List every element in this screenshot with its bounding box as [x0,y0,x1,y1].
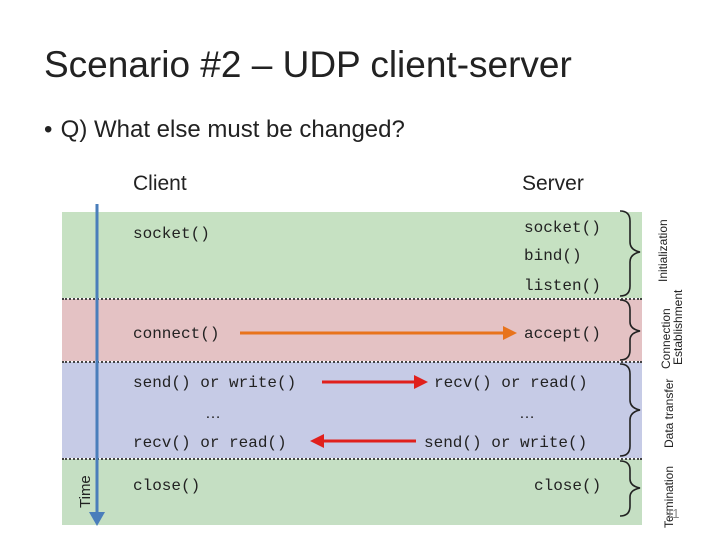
client-socket-call: socket() [133,225,210,243]
connection-band [62,299,642,361]
bullet-dot: • [44,116,53,143]
initialization-band [62,212,642,298]
termination-band [62,459,642,525]
client-connect-call: connect() [133,325,220,343]
client-send-call: send() or write() [133,374,297,392]
initialization-brace [619,210,641,297]
server-send-call: send() or write() [424,434,588,452]
server-recv-call: recv() or read() [434,374,588,392]
server-listen-call: listen() [524,277,601,295]
termination-brace [619,460,641,517]
send-arrow-head [414,375,428,389]
connect-arrow-head [503,326,517,340]
client-ellipsis: … [205,405,221,422]
time-arrow-head [89,512,105,526]
data-transfer-label: Data transfer [662,378,676,448]
client-column-header: Client [133,172,187,195]
question-text: Q) What else must be changed? [60,116,405,143]
connection-brace [619,299,641,361]
page-number: 11 [666,506,680,521]
client-recv-call: recv() or read() [133,434,287,452]
client-close-call: close() [133,477,201,495]
server-accept-call: accept() [524,325,601,343]
question-bullet: • Q) What else must be changed? [44,116,405,144]
server-close-call: close() [534,477,602,495]
server-socket-call: socket() [524,219,601,237]
phase-divider [62,361,642,363]
server-column-header: Server [522,172,584,195]
reply-arrow-head [310,434,324,448]
server-ellipsis: … [519,405,535,422]
initialization-label: Initialization [656,219,670,282]
slide-title: Scenario #2 – UDP client-server [44,44,572,85]
connection-label-line2: Establishment [671,289,685,365]
time-label: Time [77,475,94,508]
phase-divider [62,298,642,300]
phase-divider [62,458,642,460]
server-bind-call: bind() [524,247,582,265]
data-transfer-brace [619,363,641,457]
